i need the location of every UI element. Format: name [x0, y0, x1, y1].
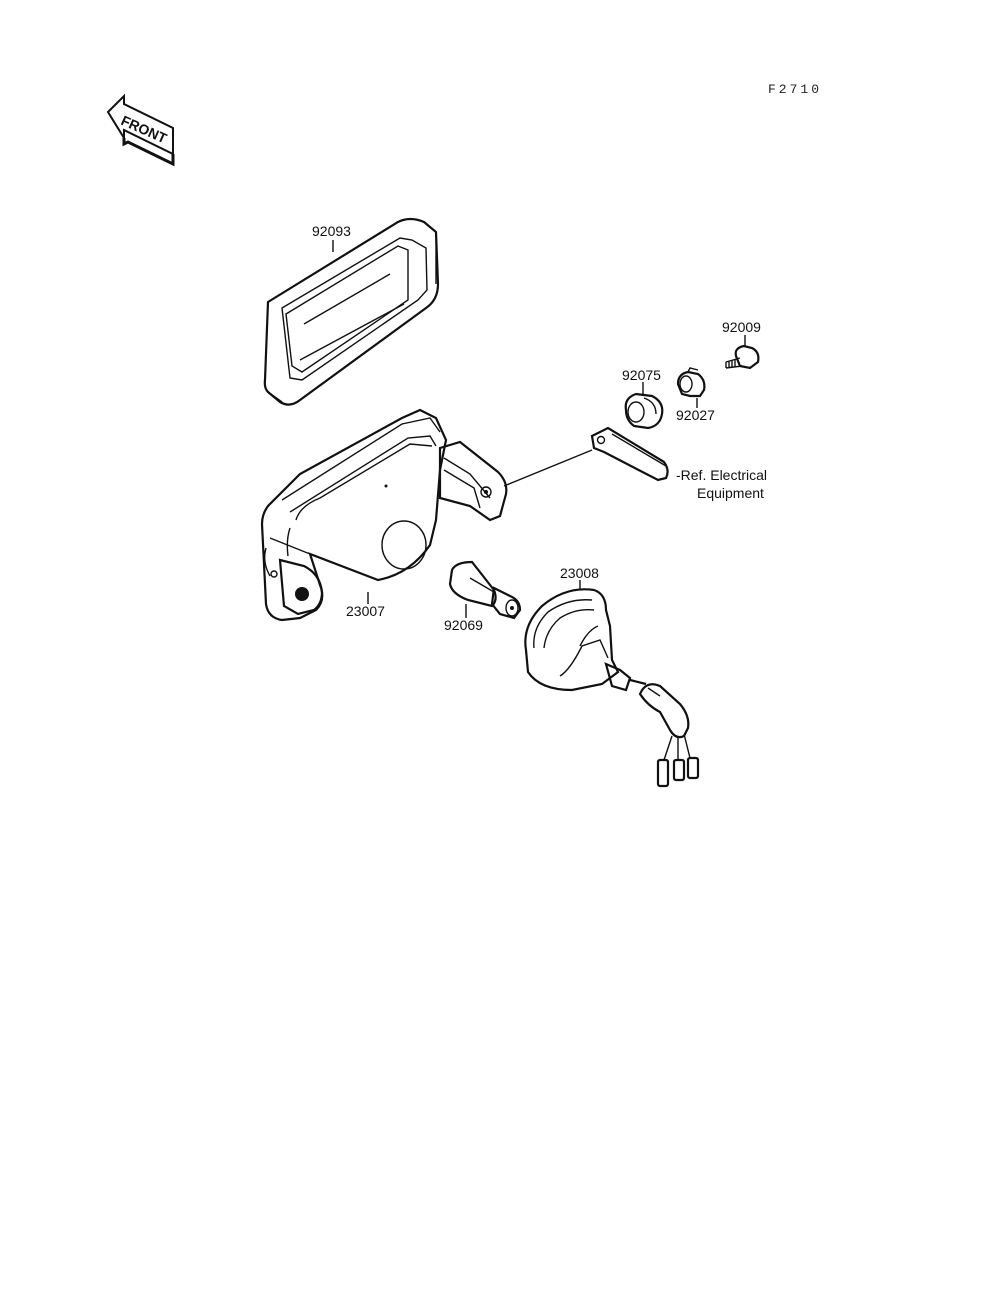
- part-label-92093: 92093: [312, 223, 351, 239]
- part-label-92069: 92069: [444, 617, 483, 633]
- headlight-housing-23007: [260, 408, 508, 622]
- part-label-92009: 92009: [722, 319, 761, 335]
- reference-line-2: Equipment: [697, 485, 764, 501]
- gasket-92093: [263, 217, 440, 406]
- part-label-23007: 23007: [346, 603, 385, 619]
- grommet-92075: [624, 392, 664, 430]
- part-label-92075: 92075: [622, 367, 661, 383]
- collar-92027: [676, 367, 706, 398]
- stay-leader-line: [503, 449, 593, 487]
- part-label-23008: 23008: [560, 565, 599, 581]
- stay-bracket: [590, 426, 669, 482]
- lamp-unit-23008: [524, 588, 700, 788]
- part-label-92027: 92027: [676, 407, 715, 423]
- bulb-92069: [448, 560, 522, 620]
- reference-line-1: -Ref. Electrical: [676, 467, 767, 483]
- screw-92009: [725, 344, 760, 370]
- figure-code: F2710: [768, 82, 823, 97]
- front-arrow-icon: FRONT: [106, 93, 175, 167]
